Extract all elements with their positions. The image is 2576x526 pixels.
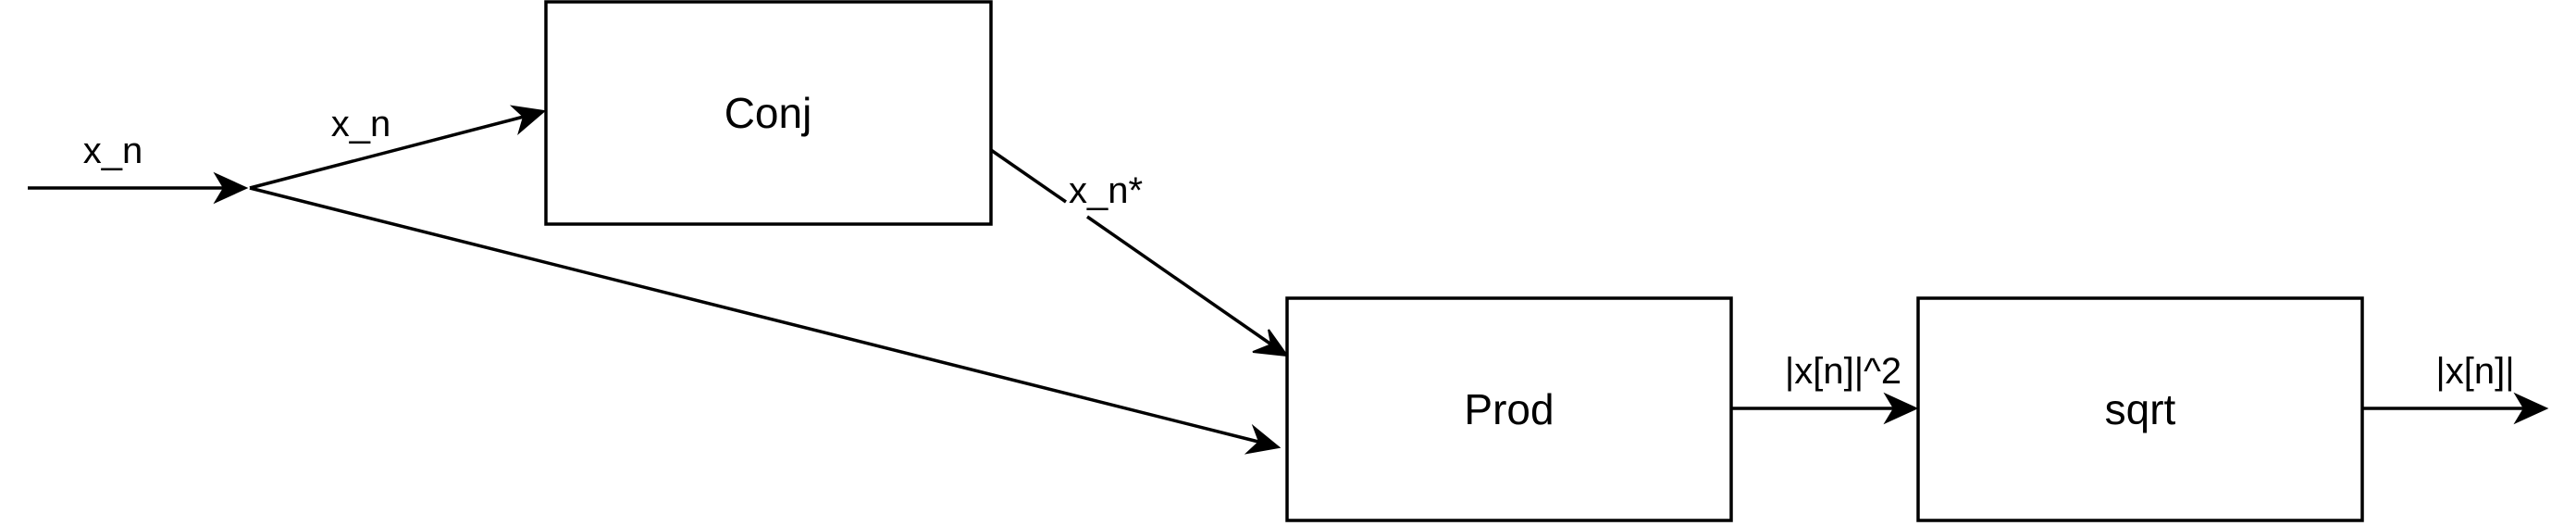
conj-output-wire-b — [1086, 215, 1272, 346]
squared-magnitude-label: |x[n]|^2 — [1785, 351, 1901, 392]
conj-output-arrowhead — [1252, 329, 1290, 357]
conj-block-label: Conj — [724, 89, 812, 137]
conj-output-wire-a — [990, 148, 1067, 204]
conj-block-box — [544, 0, 993, 226]
sqrt-block-label: sqrt — [2105, 385, 2176, 433]
conjugate-signal-label: x_n* — [1069, 170, 1143, 211]
input-signal-label: x_n — [83, 131, 143, 171]
prod-block-label: Prod — [1464, 385, 1554, 433]
sqrt-block-box — [1916, 296, 2364, 522]
prod-direct-wire — [249, 186, 1259, 444]
conj-block: Conj — [544, 0, 993, 226]
prod-direct-arrowhead — [1244, 423, 1282, 455]
output-signal-label: |x[n]| — [2435, 351, 2514, 392]
prod-to-sqrt-arrowhead — [1883, 392, 1919, 425]
prod-block-box — [1285, 296, 1733, 522]
conj-input-wire — [249, 115, 525, 190]
prod-block: Prod — [1285, 296, 1733, 522]
conj-input-arrowhead — [509, 105, 547, 135]
sqrt-block: sqrt — [1916, 296, 2364, 522]
input-arrowhead — [213, 171, 249, 205]
output-arrowhead — [2513, 392, 2549, 425]
conj-input-signal-label: x_n — [331, 104, 391, 144]
